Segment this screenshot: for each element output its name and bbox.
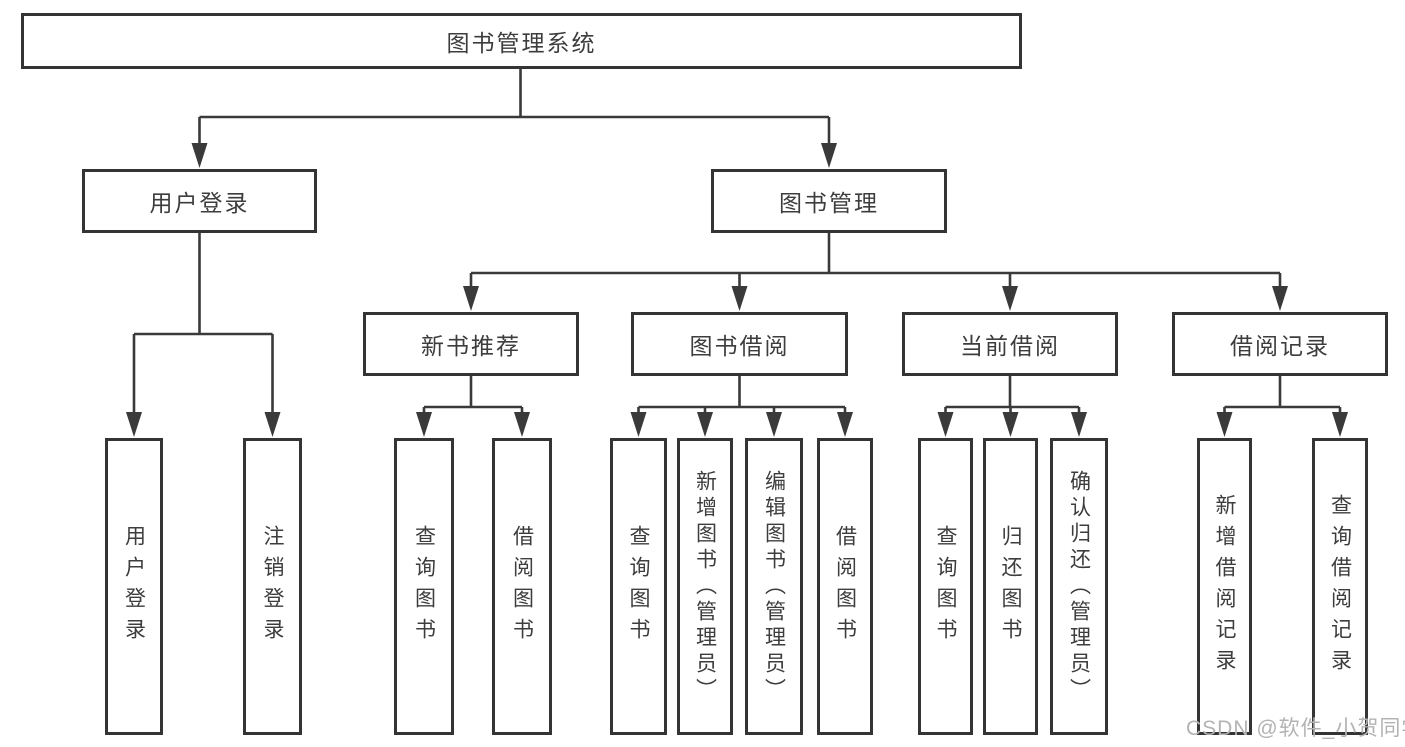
leaf-current-query-book: 查询图书 [918, 438, 973, 735]
leaf-add-book-admin: 新增图书（管理员） [677, 438, 733, 735]
leaf-recommend-borrow-book: 借阅图书 [492, 438, 552, 735]
leaf-recommend-query-book: 查询图书 [394, 438, 454, 735]
connector-book-management [463, 233, 1288, 311]
connector-book-borrow [630, 376, 853, 437]
leaf-logout-login-label: 注销登录 [261, 524, 284, 649]
leaf-logout-login: 注销登录 [243, 438, 302, 735]
leaf-return-book: 归还图书 [983, 438, 1038, 735]
leaf-user-login-label: 用户登录 [122, 524, 146, 649]
node-borrow-records-label: 借阅记录 [1230, 333, 1330, 359]
leaf-confirm-return-admin-label: 确认归还（管理员） [1067, 469, 1091, 704]
node-user-login-label: 用户登录 [149, 190, 250, 216]
leaf-edit-book-admin: 编辑图书（管理员） [745, 438, 803, 735]
leaf-borrow-query-book-label: 查询图书 [627, 524, 650, 649]
connector-borrow-records [1216, 376, 1348, 437]
leaf-recommend-borrow-book-label: 借阅图书 [510, 524, 534, 649]
leaf-confirm-return-admin: 确认归还（管理员） [1050, 438, 1108, 735]
node-new-book-recommend-label: 新书推荐 [421, 333, 521, 359]
node-borrow-records: 借阅记录 [1172, 312, 1388, 376]
node-root: 图书管理系统 [21, 13, 1022, 69]
connector-current-borrow [937, 376, 1087, 437]
leaf-add-borrow-record: 新增借阅记录 [1197, 438, 1252, 735]
leaf-borrow-book-label: 借阅图书 [833, 524, 857, 649]
node-root-label: 图书管理系统 [446, 30, 597, 56]
leaf-add-book-admin-label: 新增图书（管理员） [693, 469, 717, 704]
node-user-login: 用户登录 [82, 169, 317, 233]
leaf-edit-book-admin-label: 编辑图书（管理员） [762, 469, 786, 704]
leaf-query-borrow-record: 查询借阅记录 [1312, 438, 1368, 735]
node-current-borrow-label: 当前借阅 [960, 333, 1060, 359]
connector-user-login [126, 233, 281, 437]
node-book-borrow-label: 图书借阅 [689, 333, 790, 359]
node-new-book-recommend: 新书推荐 [363, 312, 579, 376]
node-current-borrow: 当前借阅 [902, 312, 1118, 376]
connector-root [191, 69, 837, 168]
leaf-user-login: 用户登录 [105, 438, 163, 735]
leaf-query-borrow-record-label: 查询借阅记录 [1328, 493, 1352, 680]
connector-new-book-recommend [416, 376, 530, 437]
leaf-current-query-book-label: 查询图书 [934, 524, 957, 649]
csdn-watermark: CSDN @软件_小贺同学 [1186, 717, 1405, 740]
leaf-add-borrow-record-label: 新增借阅记录 [1213, 493, 1236, 680]
node-book-management-label: 图书管理 [779, 190, 879, 216]
leaf-borrow-query-book: 查询图书 [610, 438, 667, 735]
node-book-borrow: 图书借阅 [631, 312, 848, 376]
leaf-borrow-book: 借阅图书 [817, 438, 873, 735]
leaf-return-book-label: 归还图书 [999, 524, 1022, 649]
leaf-recommend-query-book-label: 查询图书 [412, 524, 436, 649]
node-book-management: 图书管理 [711, 169, 947, 233]
